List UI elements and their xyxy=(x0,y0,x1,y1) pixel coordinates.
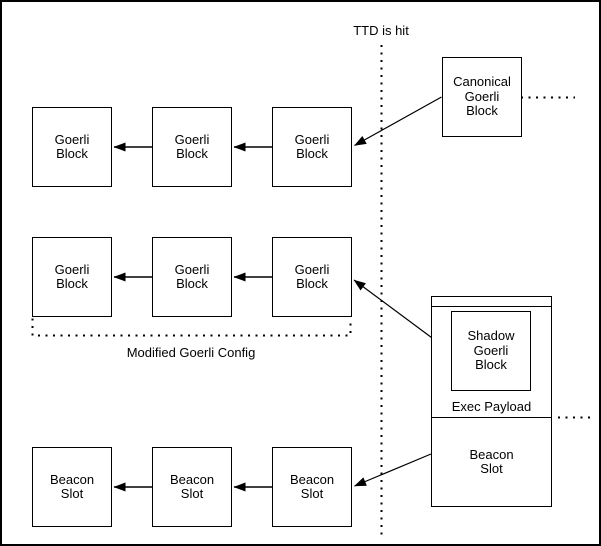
beacon-slot-label: Beacon Slot xyxy=(49,471,95,501)
exec-payload-label: Exec Payload xyxy=(451,399,532,414)
goerli-block-label: Goerli Block xyxy=(54,261,90,291)
canonical-goerli-block-label: Canonical Goerli Block xyxy=(453,74,511,119)
goerli-block-label: Goerli Block xyxy=(54,131,90,161)
goerli-block-label: Goerli Block xyxy=(294,131,330,161)
goerli-block-mod-3: Goerli Block xyxy=(272,237,352,317)
goerli-block-top-3: Goerli Block xyxy=(272,107,352,187)
goerli-block-top-1: Goerli Block xyxy=(32,107,112,187)
goerli-block-top-2: Goerli Block xyxy=(152,107,232,187)
beacon-slot-section: Beacon Slot xyxy=(432,418,551,506)
arrow-canonical-to-goerli-top xyxy=(354,96,442,147)
canonical-goerli-block: Canonical Goerli Block xyxy=(442,57,522,137)
beacon-slot-label: Beacon Slot xyxy=(289,471,335,501)
modified-config-dotted-bracket xyxy=(31,318,352,337)
goerli-block-label: Goerli Block xyxy=(174,131,210,161)
beacon-slot-3: Beacon Slot xyxy=(272,447,352,527)
ttd-label: TTD is hit xyxy=(353,23,409,38)
goerli-block-label: Goerli Block xyxy=(294,261,330,291)
beacon-slot-container: Shadow Goerli Block Exec Payload Beacon … xyxy=(431,296,552,507)
arrow-beacon-container-to-beacon-slot xyxy=(354,453,432,487)
beacon-slot-section-label: Beacon Slot xyxy=(469,446,514,476)
beacon-slot-label: Beacon Slot xyxy=(169,471,215,501)
beacon-slot-1: Beacon Slot xyxy=(32,447,112,527)
goerli-block-mod-1: Goerli Block xyxy=(32,237,112,317)
beacon-slot-2: Beacon Slot xyxy=(152,447,232,527)
goerli-block-label: Goerli Block xyxy=(174,261,210,291)
shadow-goerli-block: Shadow Goerli Block xyxy=(451,311,531,391)
exec-beacon-separator xyxy=(432,416,551,418)
shadow-goerli-block-label: Shadow Goerli Block xyxy=(467,328,515,373)
modified-config-caption: Modified Goerli Config xyxy=(126,345,256,360)
goerli-block-mod-2: Goerli Block xyxy=(152,237,232,317)
container-header-strip xyxy=(432,305,551,307)
